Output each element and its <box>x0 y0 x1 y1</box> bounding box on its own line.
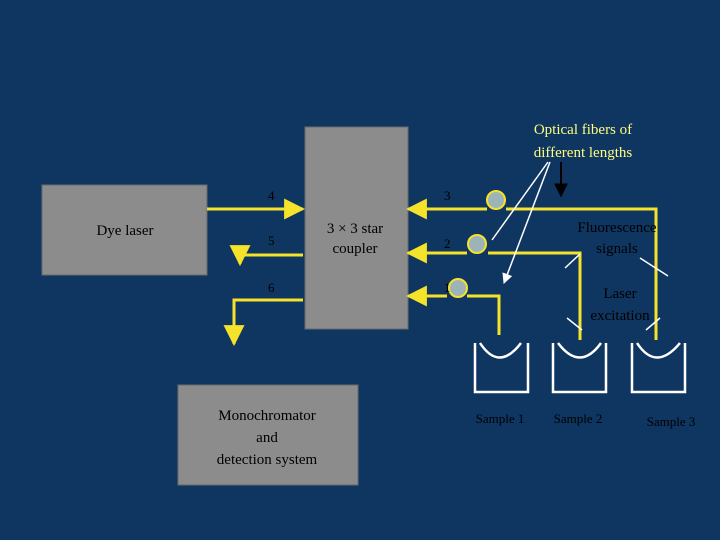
excitation-leader-right <box>645 317 661 331</box>
cuvette-3-meniscus <box>635 342 681 359</box>
laser-excitation-label-line1: Laser <box>603 286 636 302</box>
fiber-6 <box>223 298 303 347</box>
monochromator-label-line2: and <box>256 430 278 446</box>
fiber-5 <box>229 245 303 267</box>
sample-1-label: Sample 1 <box>476 411 525 426</box>
sample-3-label: Sample 3 <box>647 414 696 429</box>
monochromator-label-line1: Monochromator <box>218 408 315 424</box>
pointer-coil-2 <box>491 161 549 241</box>
fiber-coil-2 <box>467 234 487 254</box>
coupler-label-line1: 3 × 3 star <box>327 221 383 237</box>
pointer-coil-1 <box>502 161 551 284</box>
star-coupler-box <box>304 126 409 330</box>
cuvette-2-meniscus <box>557 342 603 359</box>
cuvette-1-meniscus <box>478 342 522 359</box>
fiber-2-end <box>488 251 582 340</box>
laser-excitation-label-line2: excitation <box>590 308 650 324</box>
fluorescence-leader-left <box>564 253 581 269</box>
cuvettes <box>473 342 687 394</box>
fiber-3-end <box>506 207 658 340</box>
excitation-leader-left <box>566 317 583 331</box>
monochromator-label-line3: detection system <box>217 452 318 468</box>
monochromator-box <box>177 384 359 486</box>
fiber-1-end <box>467 294 501 335</box>
fiber-coil-3 <box>486 190 506 210</box>
fluorescence-label-line2: signals <box>596 241 638 257</box>
port-5-label: 5 <box>268 233 275 248</box>
coupler-label-line2: coupler <box>333 241 378 257</box>
left-fibers <box>207 198 306 347</box>
port-3-label: 3 <box>444 188 451 203</box>
dye-laser-label: Dye laser <box>96 223 153 239</box>
cuvette-1 <box>473 343 530 394</box>
fluorescence-label-line1: Fluorescence <box>577 220 656 236</box>
port-4-label: 4 <box>268 188 275 203</box>
port-1-label: 1 <box>444 280 451 295</box>
annotation-lines <box>491 161 669 331</box>
cuvette-2 <box>551 343 608 394</box>
port-2-label: 2 <box>444 236 451 251</box>
port-6-label: 6 <box>268 280 275 295</box>
cuvette-3 <box>630 343 687 394</box>
fluorescence-leader-right <box>639 257 669 277</box>
right-fibers <box>405 198 658 340</box>
fibers-title-line1: Optical fibers of <box>534 122 632 138</box>
fibers-title-line2: different lengths <box>534 145 633 161</box>
sample-2-label: Sample 2 <box>554 411 603 426</box>
dye-laser-box <box>41 184 208 276</box>
fiber-coil-1 <box>448 278 468 298</box>
